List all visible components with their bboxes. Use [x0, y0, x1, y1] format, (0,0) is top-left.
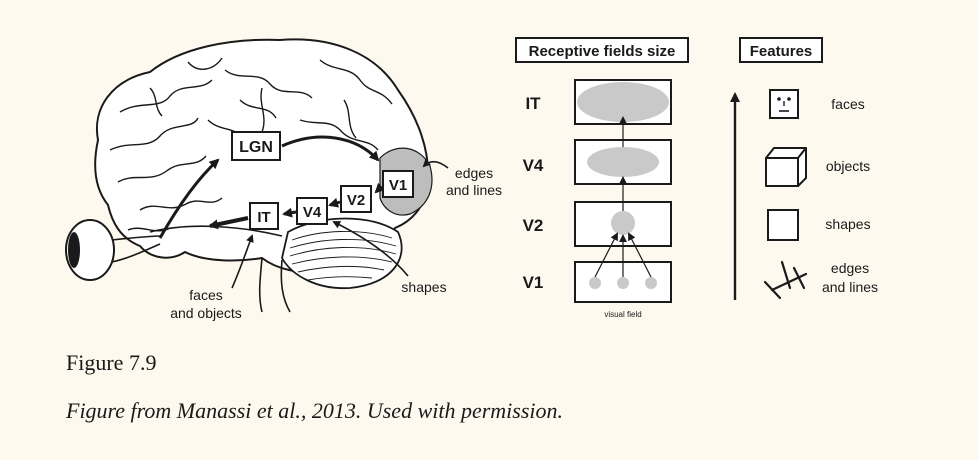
rf-field-v1-center	[617, 277, 629, 289]
rf-row-label-v4: V4	[523, 156, 544, 175]
cerebellum	[281, 217, 403, 290]
feature-label-shapes: shapes	[825, 216, 870, 232]
receptive-fields-panel: Receptive fields size IT V4 V2 V1 visual…	[515, 37, 689, 319]
lgn-box: LGN	[231, 131, 281, 161]
square-icon	[767, 209, 799, 241]
rf-row-label-it: IT	[525, 94, 541, 113]
v2-box: V2	[340, 185, 372, 213]
rf-row-label-v1: V1	[523, 273, 544, 292]
v2-label: V2	[347, 192, 365, 209]
shapes-annotation-label: shapes	[401, 279, 446, 295]
visual-pathway-figure: LGN V1 V2 V4 IT edges and lines shapes	[65, 37, 878, 321]
v1-box: V1	[382, 170, 414, 198]
lgn-to-v1-arrow	[281, 135, 380, 162]
edges-annotation-line1: edges	[455, 165, 493, 181]
shapes-annotation: shapes	[332, 221, 447, 295]
face-icon	[769, 89, 799, 119]
v1-label: V1	[389, 177, 407, 194]
lgn-label: LGN	[239, 139, 273, 156]
it-outgoing-arrow	[208, 216, 249, 230]
rf-field-it	[577, 82, 669, 122]
feature-label-edges-line2: and lines	[822, 279, 878, 295]
rf-field-v4	[587, 147, 659, 177]
v4-to-it-arrow	[282, 207, 297, 218]
feature-label-faces: faces	[831, 96, 864, 112]
v4-label: V4	[303, 204, 322, 221]
features-header-box	[739, 37, 823, 63]
edges-icon	[763, 260, 808, 300]
rf-field-v1-left	[589, 277, 601, 289]
v4-box: V4	[296, 197, 328, 225]
visual-field-label: visual field	[604, 310, 641, 319]
receptive-fields-header: Receptive fields size	[529, 43, 676, 60]
it-label: IT	[257, 209, 270, 226]
edges-annotation: edges and lines	[422, 158, 502, 198]
eye	[65, 219, 163, 281]
rf-field-v2	[611, 211, 635, 235]
faces-annotation: faces and objects	[170, 234, 254, 321]
edges-annotation-line2: and lines	[446, 182, 502, 198]
feature-label-edges-line1: edges	[831, 260, 869, 276]
it-box: IT	[249, 202, 279, 230]
rf-row-label-v2: V2	[523, 216, 544, 235]
faces-annotation-line1: faces	[189, 287, 222, 303]
features-header: Features	[750, 43, 813, 60]
figure-caption-title: Figure 7.9	[66, 350, 157, 375]
cube-icon	[765, 147, 807, 187]
eye-to-lgn-arrow	[158, 158, 220, 239]
brain-illustration: LGN V1 V2 V4 IT edges and lines shapes	[65, 38, 502, 321]
feature-label-objects: objects	[826, 158, 870, 174]
v1-to-v2-arrow	[374, 182, 386, 194]
features-panel: Features faces objects shapes edges	[730, 37, 878, 300]
faces-annotation-line2: and objects	[170, 305, 242, 321]
v2-to-v4-arrow	[328, 197, 341, 208]
figure-caption-credit: Figure from Manassi et al., 2013. Used w…	[66, 398, 564, 423]
rf-field-v1-right	[645, 277, 657, 289]
receptive-fields-header-box	[515, 37, 689, 63]
